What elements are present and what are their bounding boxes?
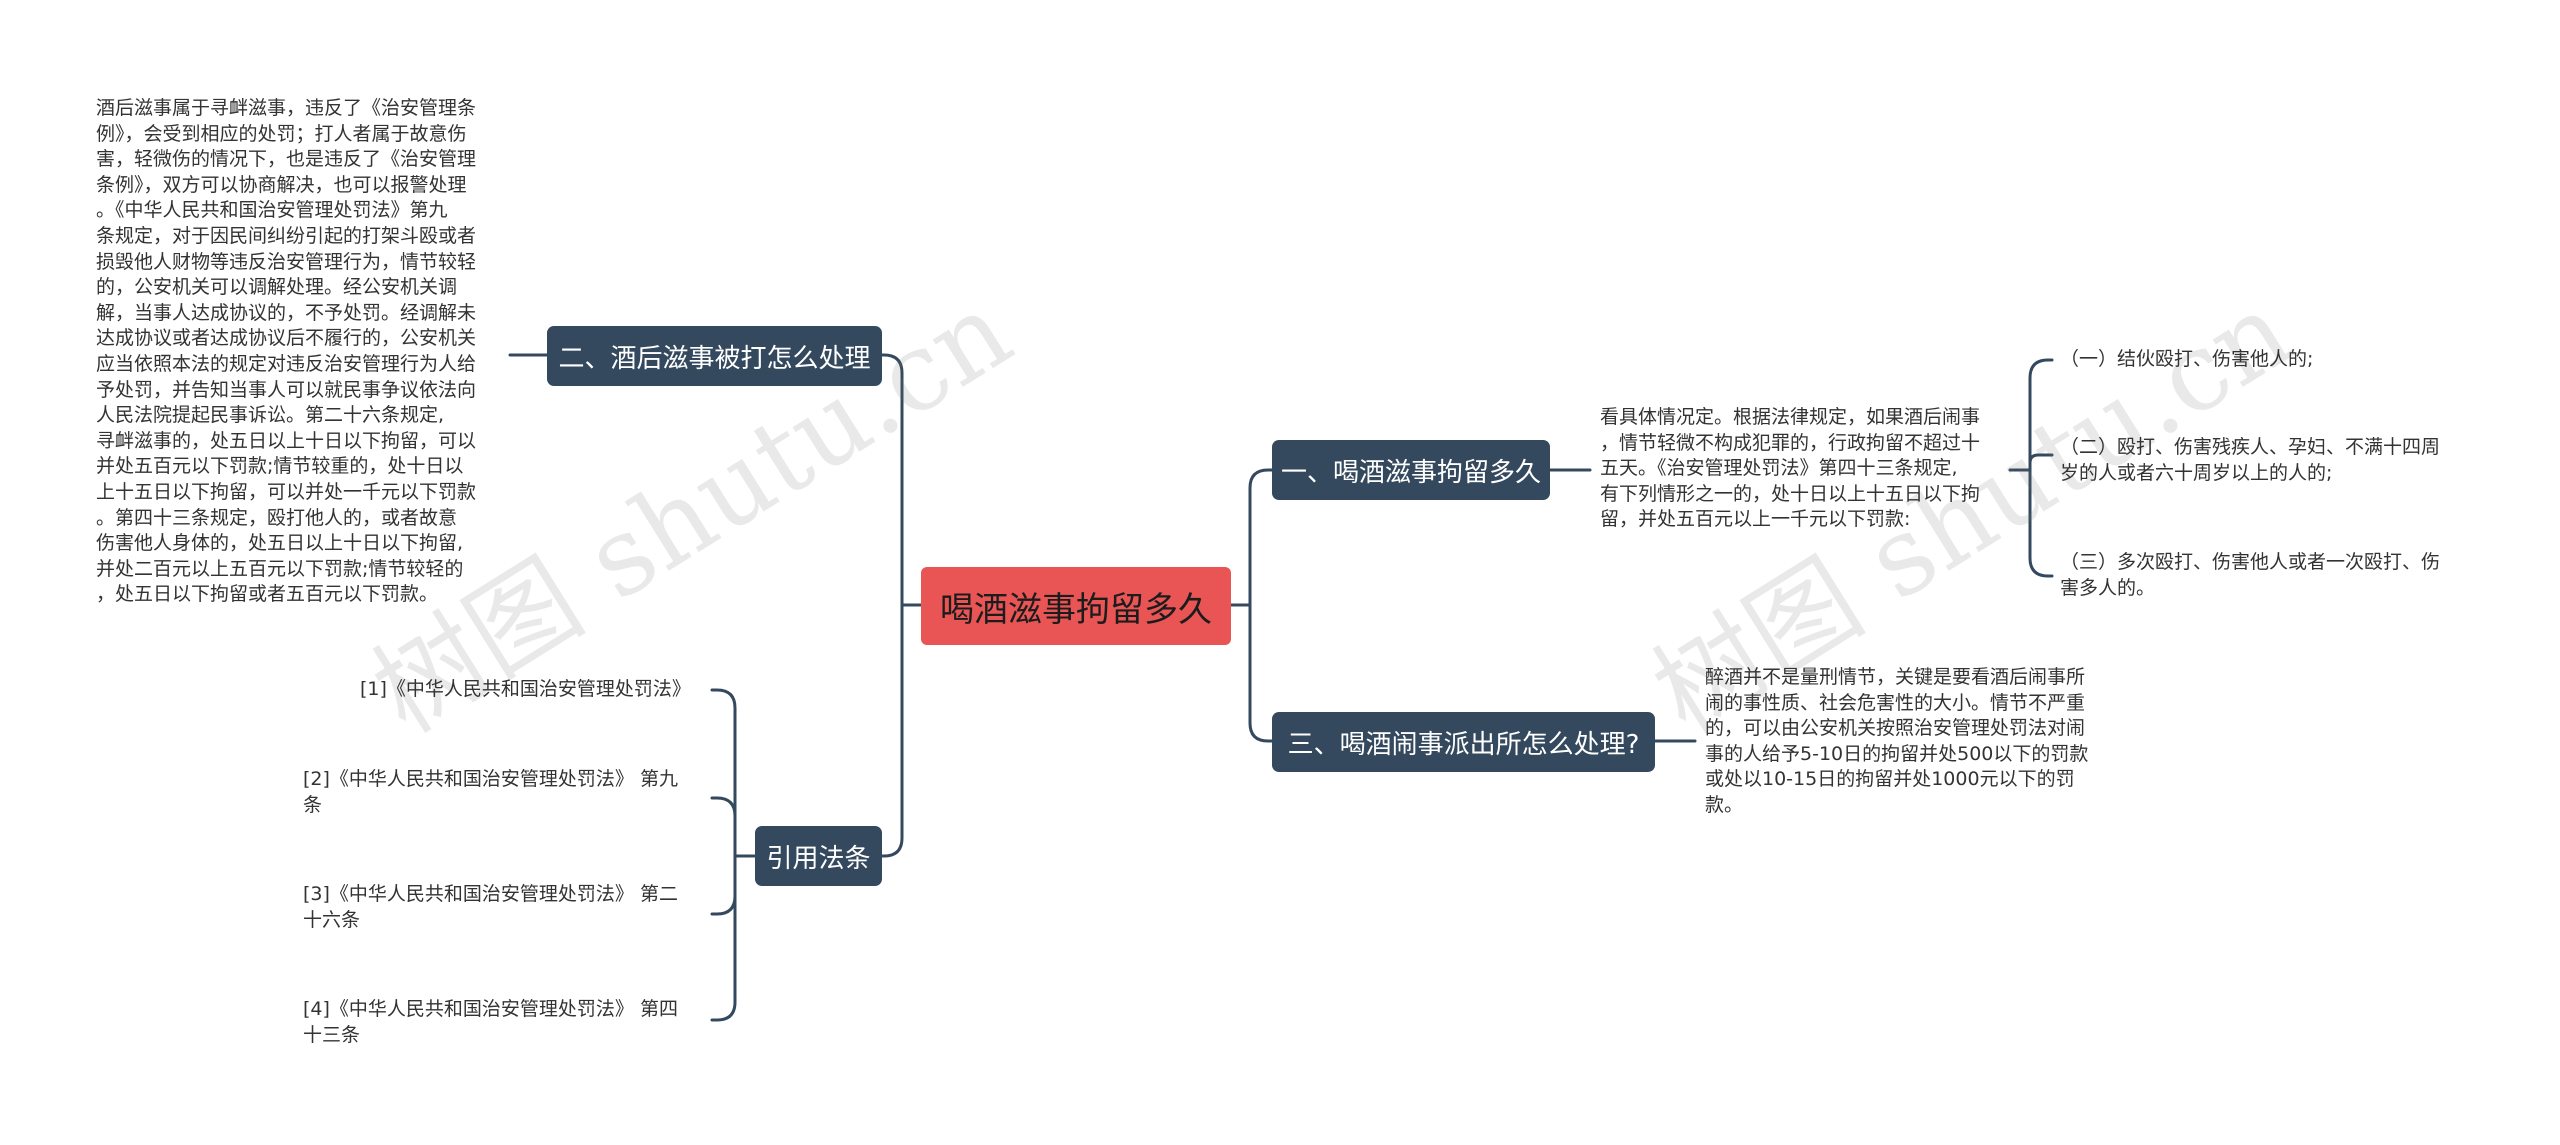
- link-root-right: [1229, 468, 1274, 743]
- root-topic[interactable]: 喝酒滋事拘留多久: [921, 567, 1231, 645]
- leaf-t3-detail: 醉酒并不是量刑情节，关键是要看酒后闹事所 闹的事性质、社会危害性的大小。情节不严…: [1705, 666, 2089, 816]
- link-refs: [710, 688, 757, 1022]
- topic-police-handling[interactable]: 三、喝酒闹事派出所怎么处理?: [1272, 712, 1655, 772]
- leaf-ref-2: [2]《中华人民共和国治安管理处罚法》 第九 条: [303, 768, 678, 816]
- topic-beaten-after-drinking[interactable]: 二、酒后滋事被打怎么处理: [547, 326, 882, 386]
- leaf-t2-detail: 酒后滋事属于寻衅滋事，违反了《治安管理条 例》，会受到相应的处罚；打人者属于故意…: [96, 97, 477, 606]
- leaf-t1-sub1: （一）结伙殴打、伤害他人的;: [2060, 348, 2314, 370]
- leaf-t1-sub2: （二）殴打、伤害残疾人、孕妇、不满十四周 岁的人或者六十周岁以上的人的;: [2060, 436, 2441, 484]
- leaf-ref-4: [4]《中华人民共和国治安管理处罚法》 第四 十三条: [303, 998, 678, 1046]
- leaf-ref-3: [3]《中华人民共和国治安管理处罚法》 第二 十六条: [303, 883, 678, 931]
- leaf-t1-detail: 看具体情况定。根据法律规定，如果酒后闹事 ，情节轻微不构成犯罪的，行政拘留不超过…: [1600, 406, 1981, 531]
- topic-drinking-detention[interactable]: 一、喝酒滋事拘留多久: [1272, 440, 1550, 500]
- link-t1-subs: [2008, 358, 2054, 578]
- link-root-left: [873, 353, 923, 858]
- leaf-t1-sub3: （三）多次殴打、伤害他人或者一次殴打、伤 害多人的。: [2060, 551, 2441, 599]
- leaf-ref-1: [1]《中华人民共和国治安管理处罚法》: [360, 678, 691, 700]
- topic-cited-laws[interactable]: 引用法条: [755, 826, 882, 886]
